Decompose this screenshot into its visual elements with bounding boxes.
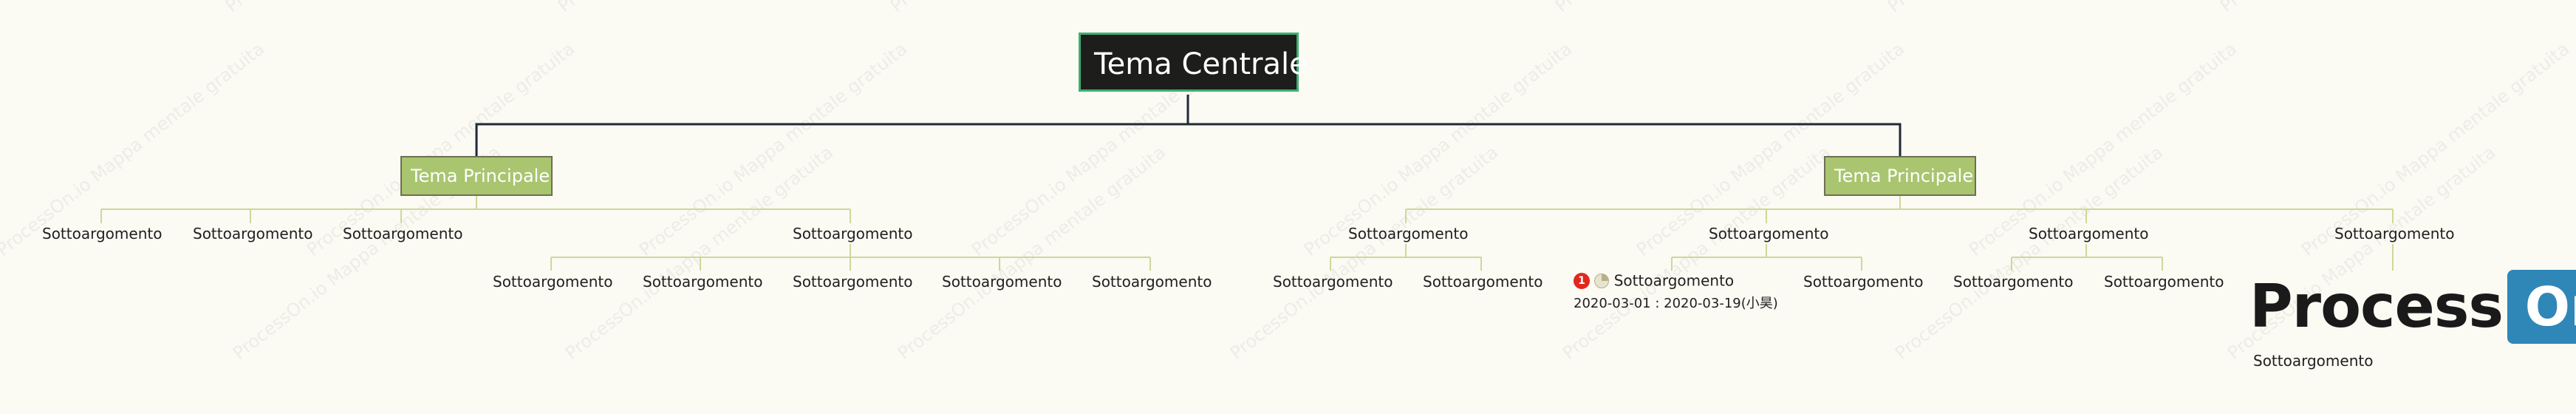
subtopic-left-2[interactable]: Sottoargomento [193, 225, 312, 242]
subtopic-right-4[interactable]: Sottoargomento [2334, 225, 2454, 242]
processon-logo-image: Process On [2249, 270, 2576, 344]
subsubtopic-right-g3-2[interactable]: Sottoargomento [2104, 273, 2224, 291]
subsubtopic-right-g1-1[interactable]: Sottoargomento [1273, 273, 1393, 291]
priority-1-icon: 1 [1574, 272, 1590, 289]
subtopic-label: Sottoargomento [1273, 273, 1393, 291]
subtopic-label: Sottoargomento [1709, 225, 1829, 242]
subsubtopic-left-1[interactable]: Sottoargomento [493, 273, 612, 291]
subtopic-label: Sottoargomento [1348, 225, 1469, 242]
subtopic-label: Sottoargomento [1953, 273, 2074, 291]
subtopic-label: Sottoargomento [2104, 273, 2224, 291]
subtopic-label: Sottoargomento [793, 225, 913, 242]
subtopic-label: Sottoargomento [1803, 273, 1924, 291]
subtopic-label: Sottoargomento [643, 273, 763, 291]
progress-pie-icon [1594, 273, 1610, 288]
main-topic-right[interactable]: Tema Principale [1824, 156, 1976, 196]
main-topic-left-label: Tema Principale [411, 166, 550, 186]
subtopic-label: Sottoargomento [2029, 225, 2149, 242]
connector-right-g2 [1671, 244, 1862, 271]
subsubtopic-left-5[interactable]: Sottoargomento [1092, 273, 1212, 291]
subtopic-label: Sottoargomento [793, 273, 913, 291]
subtopic-left-1[interactable]: Sottoargomento [42, 225, 162, 242]
main-topic-right-label: Tema Principale [1834, 166, 1974, 186]
subtopic-right-3[interactable]: Sottoargomento [2029, 225, 2148, 242]
central-topic-label: Tema Centrale [1094, 47, 1308, 81]
subtopic-left-3[interactable]: Sottoargomento [343, 225, 462, 242]
subtopic-label: Sottoargomento [2334, 225, 2455, 242]
task-date-range: 2020-03-01 : 2020-03-19(小昊) [1574, 293, 1778, 312]
connector-right-g1 [1330, 244, 1482, 271]
subtopic-label: Sottoargomento [193, 225, 313, 242]
central-topic[interactable]: Tema Centrale [1079, 33, 1308, 92]
subtopic-label: Sottoargomento [1092, 273, 1212, 291]
main-topic-left[interactable]: Tema Principale [400, 156, 553, 196]
subsubtopic-left-4[interactable]: Sottoargomento [942, 273, 1062, 291]
subsubtopic-right-g3-1[interactable]: Sottoargomento [1953, 273, 2073, 291]
subsubtopic-left-3[interactable]: Sottoargomento [793, 273, 912, 291]
subtopic-label: Sottoargomento [1423, 273, 1543, 291]
connector-central-left [475, 123, 1188, 156]
subtopic-label: Sottoargomento [343, 225, 463, 242]
subsubtopic-right-g4-1[interactable]: Sottoargomento [2253, 352, 2373, 370]
date-range-label: 2020-03-01 : 2020-03-19(小昊) [1574, 296, 1778, 311]
branch-connectors [100, 196, 2394, 271]
subtopic-label: Sottoargomento [42, 225, 163, 242]
subtopic-label: Sottoargomento [2253, 352, 2374, 370]
subtopic-right-2[interactable]: Sottoargomento [1709, 225, 1828, 242]
logo-text: Process [2249, 272, 2504, 341]
subtopic-label: Sottoargomento [942, 273, 1062, 291]
logo-box-text: On [2524, 276, 2576, 338]
subsubtopic-right-g1-2[interactable]: Sottoargomento [1423, 273, 1542, 291]
connector-right-g3 [2011, 244, 2163, 271]
connector-central-right [1188, 123, 1902, 156]
subtopic-left-4[interactable]: Sottoargomento [793, 225, 912, 242]
subsubtopic-right-g2-2[interactable]: Sottoargomento [1803, 273, 1923, 291]
subsubtopic-left-2[interactable]: Sottoargomento [643, 273, 762, 291]
logo-box: On [2507, 270, 2576, 344]
subtopic-right-1[interactable]: Sottoargomento [1348, 225, 1468, 242]
central-connectors [475, 95, 1902, 156]
subtopic-label: Sottoargomento [493, 273, 613, 291]
subtopic-label: Sottoargomento [1613, 271, 1735, 290]
subsubtopic-right-task[interactable]: 1 Sottoargomento [1574, 271, 1734, 290]
